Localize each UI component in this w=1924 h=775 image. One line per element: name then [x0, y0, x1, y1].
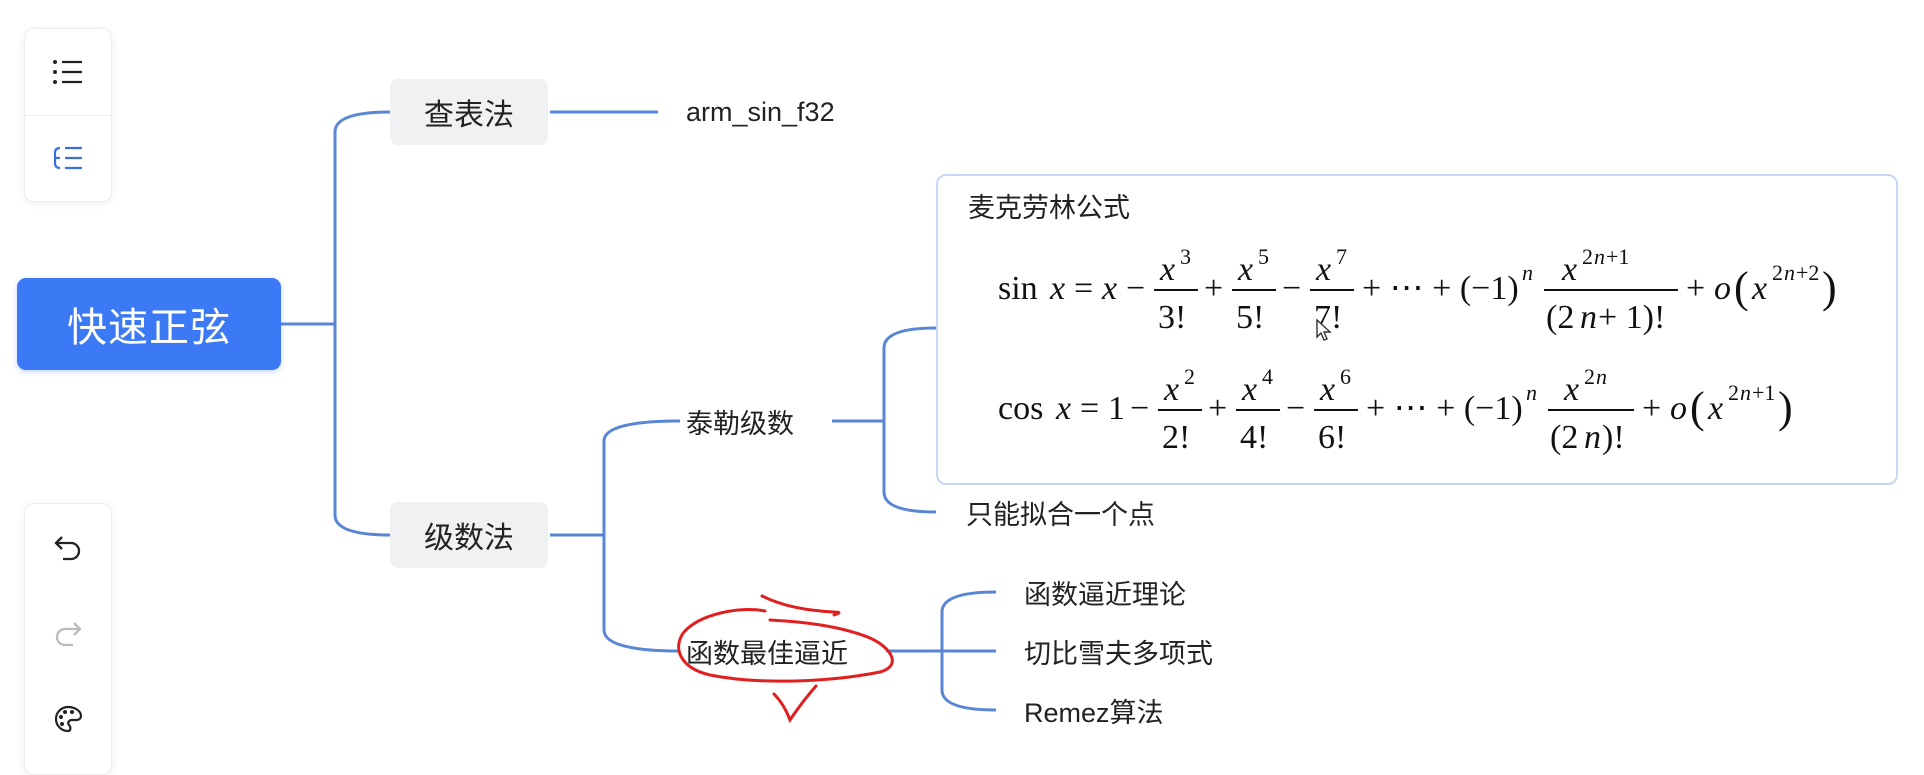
undo-icon — [54, 536, 81, 561]
svg-text:5!: 5! — [1236, 299, 1264, 336]
svg-text:n: n — [1740, 380, 1751, 405]
red-annotation — [677, 594, 894, 724]
node-lookup-table[interactable]: 查表法 — [390, 79, 548, 145]
svg-text:4!: 4! — [1240, 419, 1268, 456]
svg-text:x: x — [1561, 251, 1577, 288]
svg-text:2: 2 — [1582, 244, 1593, 269]
svg-text:+ 1)!: + 1)! — [1598, 299, 1665, 336]
structure-view-button[interactable] — [25, 115, 111, 201]
svg-text:)!: )! — [1602, 419, 1625, 456]
svg-text:(: ( — [1690, 383, 1705, 432]
svg-text:cos: cos — [998, 390, 1043, 427]
svg-text:6: 6 — [1340, 364, 1351, 389]
svg-text:7: 7 — [1336, 244, 1347, 269]
svg-text:n: n — [1584, 419, 1601, 456]
svg-text:(: ( — [1734, 263, 1749, 312]
node-taylor-series[interactable]: 泰勒级数 — [686, 408, 794, 439]
svg-text:1: 1 — [1108, 390, 1125, 427]
mouse-cursor-icon — [1316, 318, 1332, 341]
svg-text:+: + — [1642, 390, 1661, 427]
svg-text:x: x — [1237, 251, 1253, 288]
svg-text:−: − — [1130, 390, 1149, 427]
node-chebyshev-polynomial[interactable]: 切比雪夫多项式 — [1024, 638, 1213, 669]
redo-button[interactable] — [25, 590, 111, 676]
list-icon — [53, 60, 82, 84]
svg-text:−: − — [1286, 390, 1305, 427]
svg-text:2!: 2! — [1162, 419, 1190, 456]
svg-text:(2: (2 — [1550, 419, 1578, 456]
svg-text:2: 2 — [1184, 364, 1195, 389]
svg-text:n: n — [1594, 244, 1605, 269]
outline-view-button[interactable] — [25, 29, 111, 115]
svg-text:sin: sin — [998, 270, 1038, 307]
svg-text:(2: (2 — [1546, 299, 1574, 336]
svg-text:x: x — [1319, 371, 1335, 408]
svg-text:x: x — [1751, 270, 1767, 307]
svg-text:+ ⋯ + (−1): + ⋯ + (−1) — [1362, 270, 1519, 307]
svg-text:o: o — [1670, 390, 1687, 427]
root-node[interactable]: 快速正弦 — [17, 278, 281, 370]
svg-text:x: x — [1049, 270, 1065, 307]
svg-text:+1: +1 — [1606, 244, 1629, 269]
undo-button[interactable] — [25, 504, 111, 590]
node-fit-one-point[interactable]: 只能拟合一个点 — [966, 499, 1155, 530]
svg-text:2: 2 — [1728, 380, 1739, 405]
svg-text:n: n — [1526, 380, 1537, 405]
svg-text:x: x — [1163, 371, 1179, 408]
node-best-approximation[interactable]: 函数最佳逼近 — [686, 638, 848, 669]
svg-text:2: 2 — [1584, 364, 1595, 389]
svg-text:2: 2 — [1772, 260, 1783, 285]
svg-text:): ) — [1822, 263, 1837, 312]
svg-text:n: n — [1596, 364, 1607, 389]
node-arm-sin-f32[interactable]: arm_sin_f32 — [686, 96, 835, 127]
svg-text:+ ⋯ + (−1): + ⋯ + (−1) — [1366, 390, 1523, 427]
card-title: 麦克劳林公式 — [968, 193, 1130, 223]
svg-text:5: 5 — [1258, 244, 1269, 269]
svg-text:3!: 3! — [1158, 299, 1186, 336]
svg-text:+: + — [1208, 390, 1227, 427]
svg-text:−: − — [1126, 270, 1145, 307]
palette-icon — [54, 705, 83, 733]
svg-text:+: + — [1204, 270, 1223, 307]
svg-text:x: x — [1315, 251, 1331, 288]
svg-text:x: x — [1563, 371, 1579, 408]
svg-text:3: 3 — [1180, 244, 1191, 269]
svg-text:n: n — [1580, 299, 1597, 336]
svg-text:): ) — [1778, 383, 1793, 432]
svg-text:x: x — [1241, 371, 1257, 408]
svg-text:o: o — [1714, 270, 1731, 307]
svg-text:4: 4 — [1262, 364, 1273, 389]
svg-text:−: − — [1282, 270, 1301, 307]
view-toolbar — [24, 28, 112, 202]
svg-text:n: n — [1522, 260, 1533, 285]
theme-button[interactable] — [25, 676, 111, 762]
indent-list-icon — [53, 146, 82, 170]
node-approx-theory[interactable]: 函数逼近理论 — [1024, 579, 1186, 610]
edit-toolbar — [24, 503, 112, 775]
svg-text:+2: +2 — [1796, 260, 1819, 285]
svg-text:+: + — [1686, 270, 1705, 307]
svg-text:+1: +1 — [1752, 380, 1775, 405]
svg-text:x: x — [1159, 251, 1175, 288]
svg-text:6!: 6! — [1318, 419, 1346, 456]
svg-text:x: x — [1055, 390, 1071, 427]
svg-text:x: x — [1707, 390, 1723, 427]
redo-icon — [55, 622, 82, 647]
node-remez-algorithm[interactable]: Remez算法 — [1024, 697, 1164, 728]
svg-text:n: n — [1784, 260, 1795, 285]
svg-text:x: x — [1101, 270, 1117, 307]
svg-text:=: = — [1074, 270, 1093, 307]
node-series[interactable]: 级数法 — [390, 502, 548, 568]
svg-text:=: = — [1080, 390, 1099, 427]
